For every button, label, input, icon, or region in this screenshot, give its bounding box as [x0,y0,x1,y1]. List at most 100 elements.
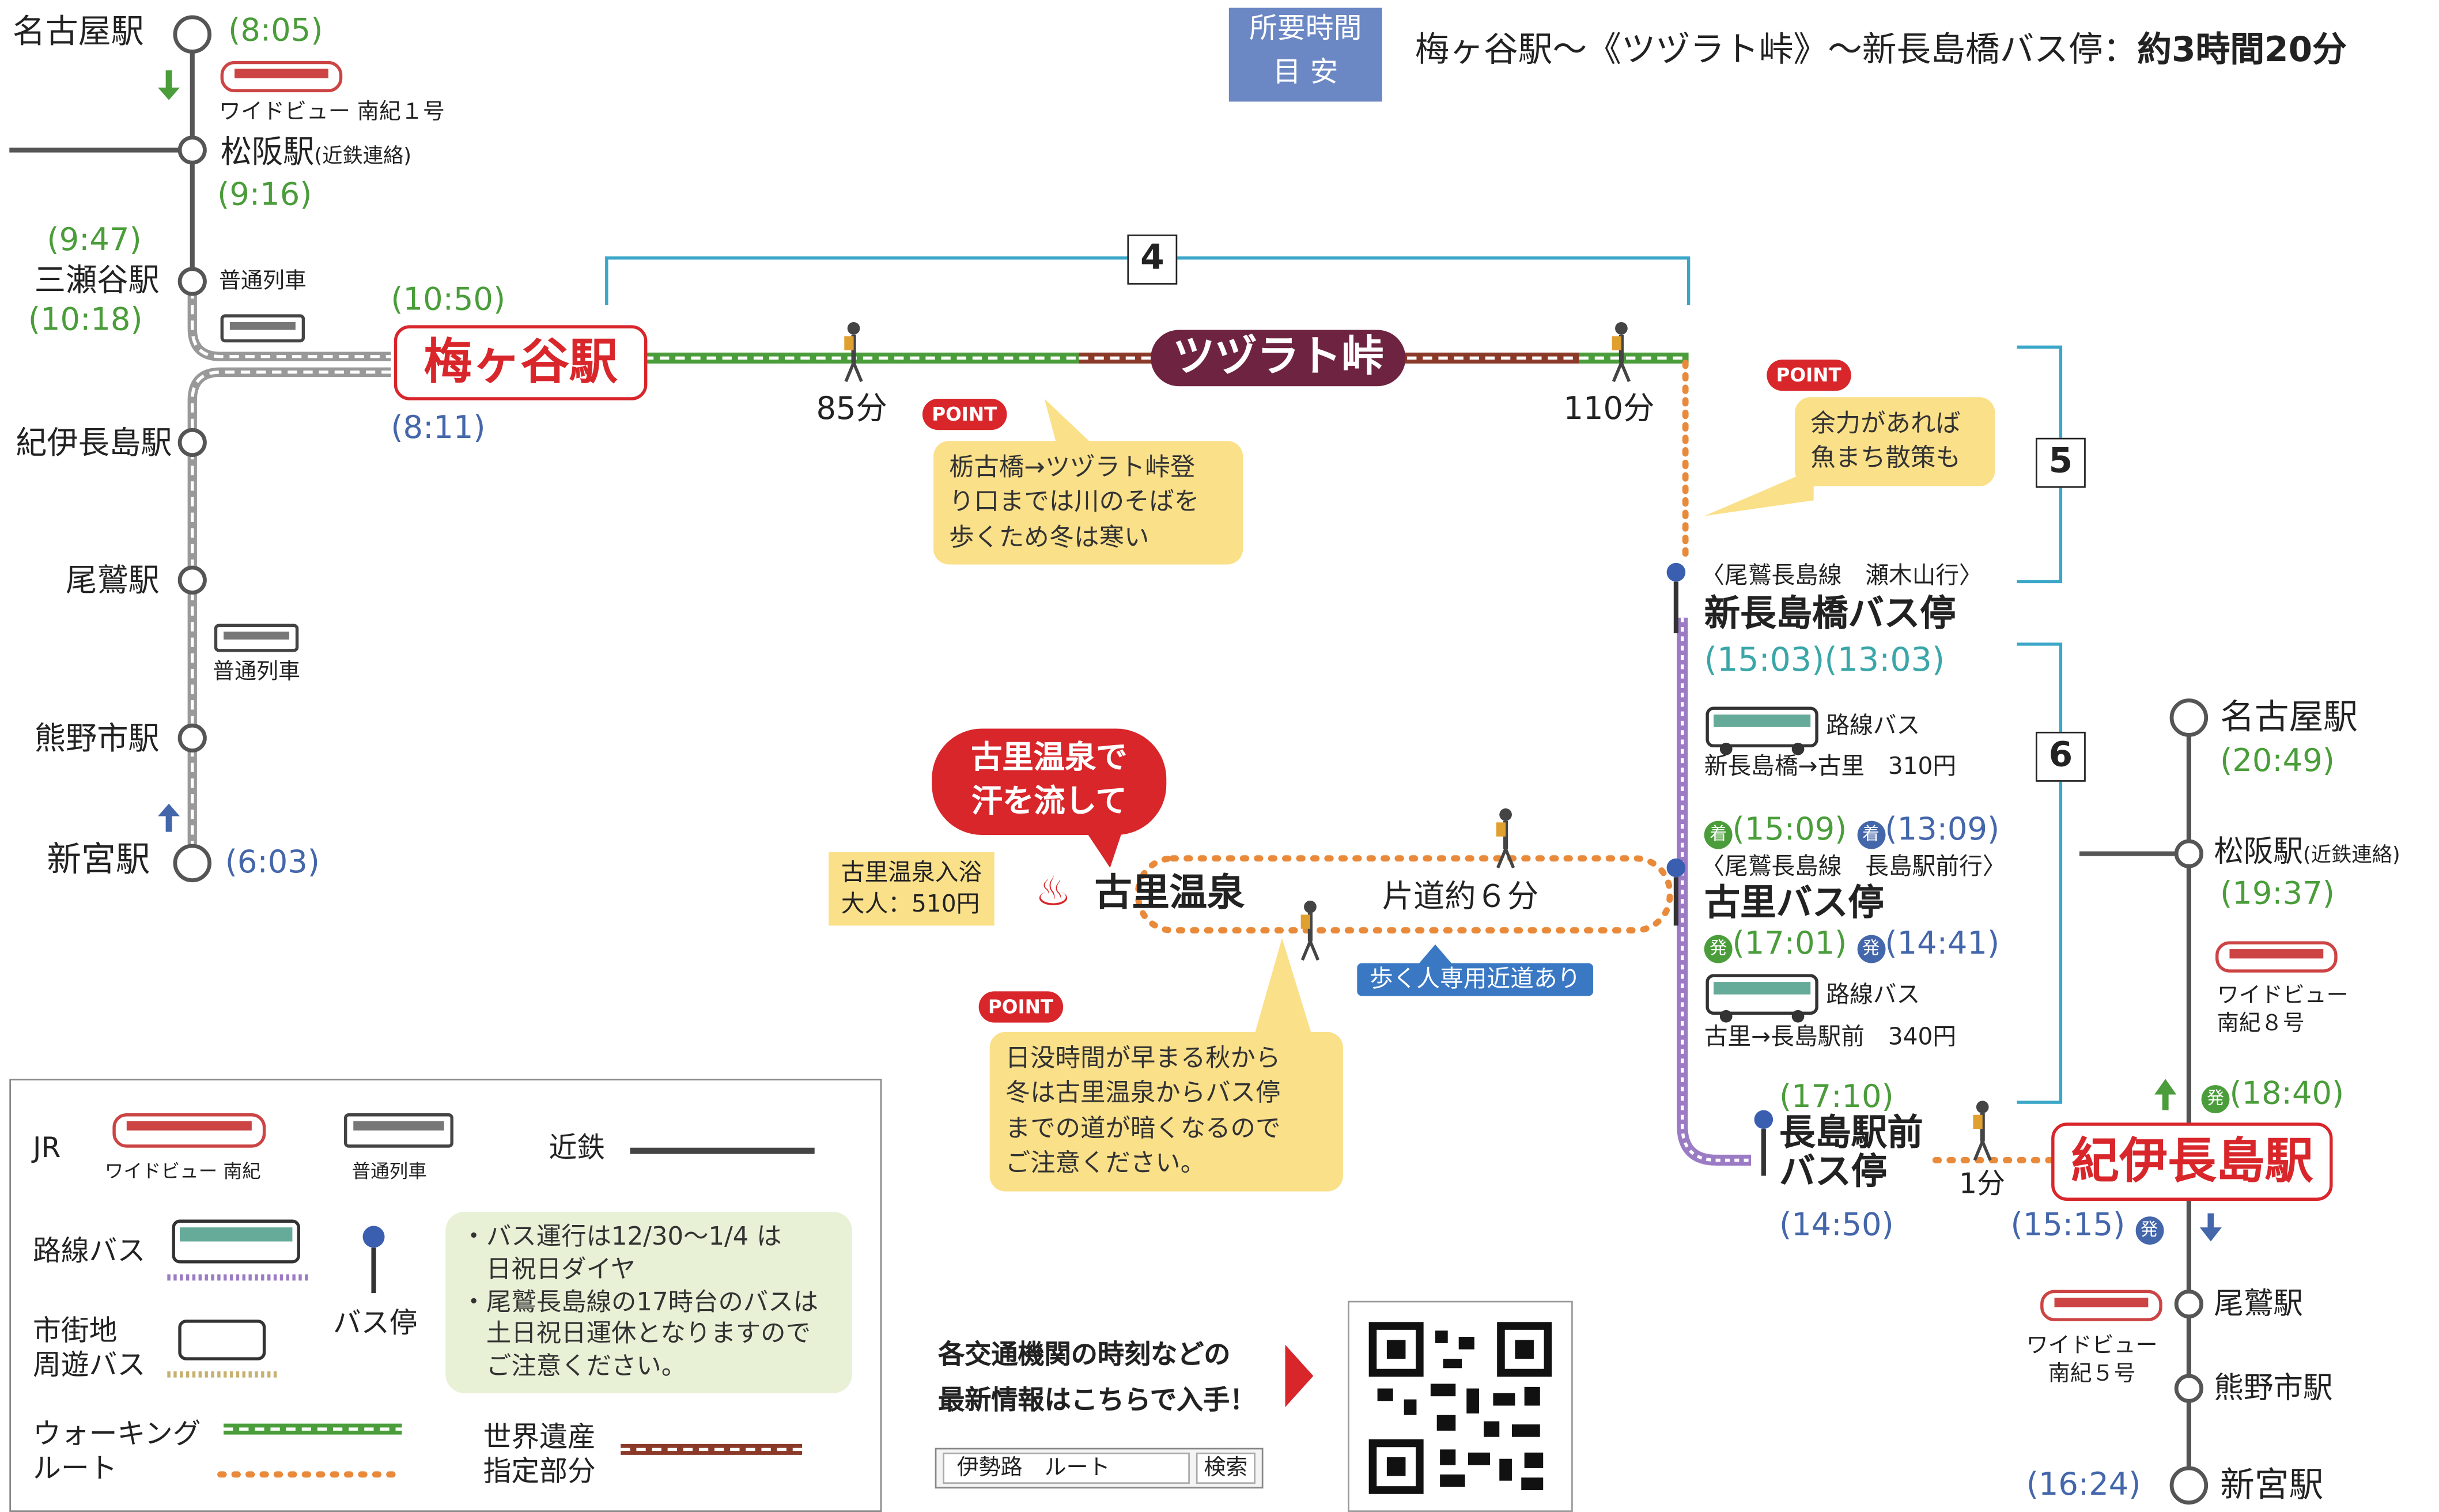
bus-label-1: 路線バス [1826,711,1920,740]
onsen-name: 古里温泉 [1094,871,1245,915]
hiker-icon [1973,1101,1992,1161]
section-6-label: 6 [2035,731,2086,782]
bus-stop-icon [1666,858,1686,926]
bus-line-1: 〈尾鷲長島線 瀬木山行〉 [1701,561,1983,589]
search-button[interactable]: 検索 [1196,1452,1256,1484]
bus-fare-1: 新長島橋→古里 310円 [1704,752,1957,781]
legend-wideview: ワイドビュー 南紀 [104,1160,261,1182]
station-kumanoshi: 熊野市駅 [34,719,160,757]
search-box[interactable]: 伊勢路 ルート 検索 [935,1447,1264,1489]
bus-fare-2: 古里→長島駅前 340円 [1704,1022,1957,1051]
time-matsusaka: (9:16) [217,175,312,213]
legend-kintetsu: 近鉄 [549,1132,606,1165]
duration-badge: 所要時間 目 安 [1228,7,1382,102]
onsen-bubble: 古里温泉で 汗を流して [932,728,1167,836]
station-shingu: 新宮駅 [47,841,150,880]
station-matsusaka-marker [177,135,207,165]
time-umegatani-dep: (8:11) [391,408,486,446]
train-icon [2040,1290,2162,1321]
time-shingu: (6:03) [225,842,320,880]
time-shingu-right: (16:24) [2026,1465,2141,1503]
shortcut-badge: 歩く人専用近道あり [1357,963,1594,997]
walk-time-1: 85分 [816,389,887,427]
station-matsusaka-right-marker [2174,839,2203,868]
onsen-walk-loop [1135,855,1673,933]
onsen-oneway: 片道約６分 [1382,877,1539,915]
station-kumanoshi-right: 熊野市駅 [2214,1371,2333,1406]
train-name-1: ワイドビュー 南紀１号 [218,100,445,126]
legend-bus-stop: バス停 [332,1307,418,1340]
hiker-icon [1300,900,1319,961]
station-matsusaka-right: 松阪駅(近鉄連絡) [2214,835,2400,870]
point-badge-1: POINT [922,398,1007,430]
hot-spring-icon: ♨ [1035,869,1072,917]
bus-icon [1706,706,1818,755]
time-furusato-dep: 発(17:01) 発(14:41) [1704,925,1999,963]
time-nagoya-right: (20:49) [2220,741,2335,779]
hiker-icon [844,322,863,383]
station-owase: 尾鷲駅 [65,561,160,599]
station-owase-right-marker [2174,1289,2203,1319]
walk-time-3: 1分 [1959,1167,2005,1201]
station-kumanoshi-marker [177,723,207,753]
train-icon [214,623,299,652]
time-nagashima-dep: (14:50) [1779,1205,1894,1243]
train-icon [220,61,343,93]
train-icon [220,314,305,343]
bus-stop-furusato: 古里バス停 [1704,883,1884,924]
train-name-right-1: ワイドビュー 南紀８号 [2217,983,2349,1037]
train-icon [2215,941,2338,973]
point-badge-3: POINT [978,991,1063,1023]
legend-jr: JR [32,1132,61,1165]
time-matsusaka-right: (19:37) [2220,874,2335,912]
time-furusato-arr: 着(15:09) 着(13:09) [1704,811,1999,849]
legend: JR ワイドビュー 南紀 普通列車 近鉄 路線バス バス停 市街地 周遊バス ウ… [9,1079,882,1512]
legend-route-bus: 路線バス [32,1235,146,1268]
bus-stop-shinnagashimabashi: 新長島橋バス停 [1704,594,1956,635]
station-umegatani: 梅ヶ谷駅 [394,325,648,400]
bus-icon [172,1219,300,1264]
onsen-fee: 古里温泉入浴 大人：510円 [829,852,994,925]
legend-heritage: 世界遺産 指定部分 [483,1421,596,1488]
bus-stop-nagashimaekimae: 長島駅前 バス停 [1779,1113,1923,1194]
station-kiinagashima: 紀伊長島駅 [16,424,172,462]
qr-code-icon [1368,1322,1552,1494]
legend-notes: ・バス運行は12/30～1/4 は 日祝日ダイヤ ・尾鷲長島線の17時台のバスは… [445,1211,852,1393]
tsuzurato-pass: ツヅラト峠 [1151,330,1406,387]
city-bus-icon [178,1320,266,1360]
station-shingu-right-marker [2169,1466,2209,1505]
jr-line-south [187,367,391,845]
legend-symbols [112,1113,815,1478]
search-input[interactable]: 伊勢路 ルート [943,1452,1190,1484]
legend-local: 普通列車 [351,1160,427,1182]
bus-label-2: 路線バス [1826,980,1920,1009]
train-name-right-2: ワイドビュー 南紀５号 [2026,1333,2158,1388]
station-nagoya-right-marker [2169,698,2209,737]
station-shingu-right: 新宮駅 [2220,1466,2324,1506]
info-text: 各交通機関の時刻などの 最新情報はこちらで入手！ [938,1340,1257,1417]
station-kiinagashima-right: 紀伊長島駅 [2051,1122,2333,1201]
bus-line-2: 〈尾鷲長島線 長島駅前行〉 [1701,852,2006,880]
station-nagoya-marker [173,15,212,54]
point-badge-2: POINT [1767,360,1851,391]
station-matsusaka: 松阪駅(近鉄連絡) [220,133,412,171]
hiker-icon [1612,322,1631,383]
time-kiinagashima-right: (15:15) 発 [2011,1206,2164,1245]
time-kiinagashima-dep-right: 発(18:40) [2201,1075,2344,1114]
time-nagashima-arr: (17:10) [1779,1077,1894,1115]
station-nagoya: 名古屋駅 [12,12,144,50]
time-nagoya: (8:05) [228,10,323,49]
station-nagoya-right: 名古屋駅 [2220,698,2358,738]
bus-stop-icon [1754,1110,1774,1176]
bus-stop-icon [362,1226,385,1248]
hiker-icon [1496,808,1515,869]
train-owase: 普通列車 [213,660,300,685]
station-owase-right: 尾鷲駅 [2214,1287,2304,1321]
station-kumanoshi-right-marker [2174,1374,2203,1403]
time-misedani-dep: (10:18) [28,300,143,338]
legend-city-bus: 市街地 周遊バス [32,1315,146,1382]
arrow-right-icon [1285,1344,1314,1408]
walk-time-2: 110分 [1563,389,1655,427]
qr-code [1348,1301,1573,1512]
